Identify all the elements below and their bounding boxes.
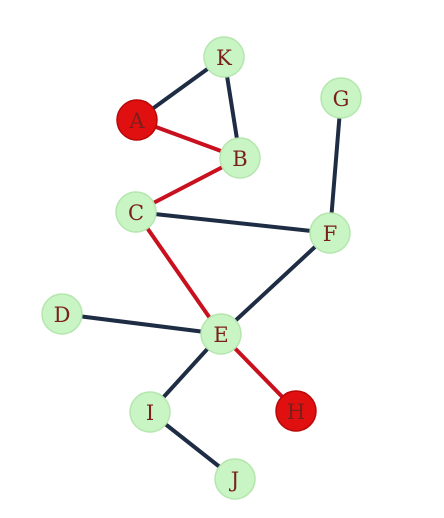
node-a: A	[116, 99, 158, 141]
node-circle	[203, 36, 245, 78]
node-circle	[41, 293, 83, 335]
node-h: H	[275, 390, 317, 432]
node-b: B	[219, 137, 261, 179]
node-circle	[219, 137, 261, 179]
node-label: E	[213, 323, 228, 347]
node-label: H	[287, 400, 305, 424]
node-circle	[200, 313, 242, 355]
node-label: F	[323, 222, 338, 246]
node-label: D	[54, 303, 71, 327]
node-i: I	[129, 391, 171, 433]
node-k: K	[203, 36, 245, 78]
node-label: I	[146, 401, 154, 425]
node-g: G	[320, 77, 362, 119]
edge-f-e	[219, 231, 332, 336]
node-circle	[320, 77, 362, 119]
node-e: E	[200, 313, 242, 355]
node-label: A	[128, 109, 145, 133]
node-circle	[115, 191, 157, 233]
node-circle	[275, 390, 317, 432]
node-circle	[214, 458, 256, 500]
edge-g-f	[328, 96, 343, 235]
node-circle	[116, 99, 158, 141]
edge-c-e	[134, 210, 223, 336]
nodes-layer: K A B G C F D E I H J	[41, 36, 362, 500]
node-label: C	[128, 201, 144, 225]
node-circle	[129, 391, 171, 433]
node-c: C	[115, 191, 157, 233]
edge-c-f	[134, 210, 332, 235]
node-label: B	[232, 147, 247, 171]
node-label: G	[333, 87, 350, 111]
node-f: F	[309, 212, 351, 254]
node-label: J	[229, 468, 239, 492]
edge-d-e	[60, 312, 223, 336]
node-label: K	[216, 46, 232, 70]
node-circle	[309, 212, 351, 254]
node-d: D	[41, 293, 83, 335]
node-j: J	[214, 458, 256, 500]
